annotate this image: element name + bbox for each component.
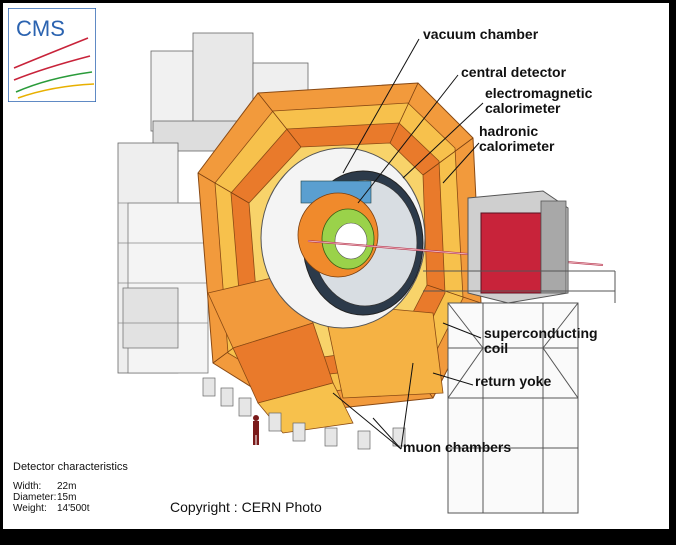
spec-value: 15m: [57, 492, 77, 503]
spec-row: Weight: 14'500t: [13, 503, 128, 514]
label-em-calorimeter: electromagnetic calorimeter: [485, 86, 592, 116]
spec-value: 14'500t: [57, 503, 90, 514]
spec-row: Diameter: 15m: [13, 492, 128, 503]
spec-key: Weight:: [13, 503, 47, 514]
label-superconducting-coil: superconducting coil: [484, 326, 598, 356]
spec-key: Diameter:: [13, 492, 57, 503]
label-coil-line1: superconducting: [484, 325, 598, 341]
cms-logo: CMS: [8, 8, 96, 102]
copyright-text: Copyright : CERN Photo: [170, 499, 322, 515]
label-coil-line2: coil: [484, 340, 509, 356]
diagram-panel: CMS vacuum chamber central detector elec…: [3, 3, 669, 529]
spec-row: Width: 22m: [13, 481, 128, 492]
label-central-detector: central detector: [461, 64, 567, 80]
person-figure: [253, 415, 259, 445]
floor-supports: [202, 377, 406, 450]
detector-characteristics: Detector characteristics Width: 22m Diam…: [13, 461, 128, 514]
endcap-right: [467, 190, 569, 304]
label-return-yoke: return yoke: [475, 373, 552, 389]
label-em-calorimeter-line1: electromagnetic: [485, 85, 593, 101]
support-tower-right: [423, 270, 616, 514]
spec-value: 22m: [57, 481, 77, 492]
label-vacuum-chamber: vacuum chamber: [423, 26, 539, 42]
label-em-calorimeter-line2: calorimeter: [485, 100, 561, 116]
inner-detector: [260, 147, 604, 329]
label-hadronic-line1: hadronic: [479, 123, 539, 139]
label-muon-chambers: muon chambers: [403, 439, 512, 455]
cms-logo-text: CMS: [16, 16, 65, 41]
label-hadronic-calorimeter: hadronic calorimeter: [479, 124, 554, 154]
specs-title: Detector characteristics: [13, 461, 128, 473]
leader-lines: [332, 38, 484, 450]
cms-detector-illustration: [117, 32, 616, 514]
spec-key: Width:: [13, 481, 42, 492]
label-hadronic-line2: calorimeter: [479, 138, 555, 154]
